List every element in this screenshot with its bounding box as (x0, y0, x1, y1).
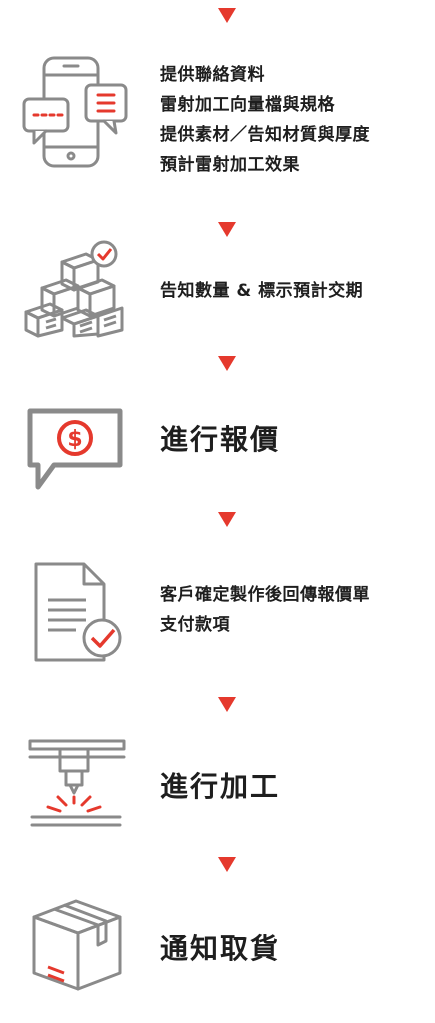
flow-arrow-4 (218, 512, 236, 527)
step-1-line-4: 預計雷射加工效果 (160, 155, 300, 175)
step-4-line-1: 客戶確定製作後回傳報價單 (160, 585, 370, 605)
step-5-title: 進行加工 (160, 770, 281, 803)
svg-text:$: $ (67, 427, 82, 452)
step-1-text: 提供聯絡資料 雷射加工向量檔與規格 提供素材／告知材質與厚度 預計雷射加工效果 (160, 60, 370, 180)
price-quote-icon: $ (20, 405, 132, 495)
flow-arrow-6 (218, 857, 236, 872)
flow-arrow-3 (218, 356, 236, 371)
flow-arrow-5 (218, 697, 236, 712)
step-4-text: 客戶確定製作後回傳報價單 支付款項 (160, 580, 370, 640)
boxes-check-icon (20, 238, 132, 338)
flow-arrow-2 (218, 222, 236, 237)
step-1-line-2: 雷射加工向量檔與規格 (160, 95, 335, 115)
step-4-line-2: 支付款項 (160, 615, 230, 635)
laser-machine-icon (20, 735, 132, 830)
step-6-title: 通知取貨 (160, 932, 281, 965)
step-1-line-1: 提供聯絡資料 (160, 65, 265, 85)
step-2-line-1: 告知數量 & 標示預計交期 (160, 281, 364, 301)
step-2-text: 告知數量 & 標示預計交期 (160, 276, 363, 306)
package-box-icon (20, 895, 132, 995)
step-3-title: 進行報價 (160, 423, 281, 456)
phone-chat-icon (20, 55, 132, 170)
flow-arrow-1 (218, 8, 236, 23)
step-1-line-3: 提供素材／告知材質與厚度 (160, 125, 370, 145)
document-check-icon (20, 560, 132, 670)
